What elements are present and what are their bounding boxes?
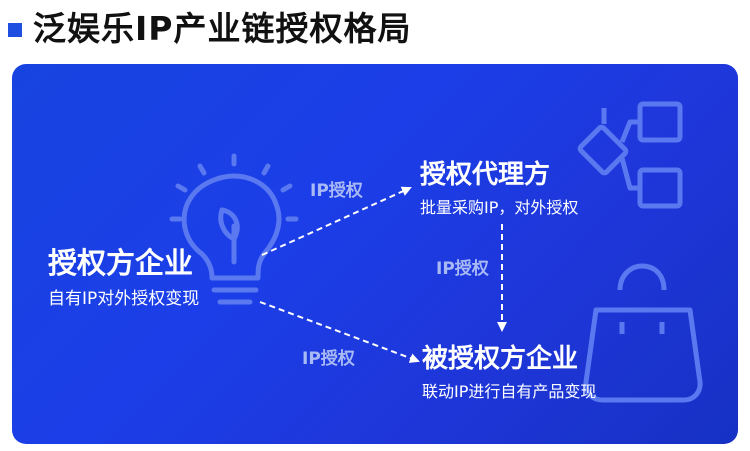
diagram-graphics bbox=[169, 101, 703, 403]
diagram-panel: IP授权 IP授权 IP授权 授权方企业 自有IP对外授权变现 授权代理方 批量… bbox=[12, 64, 738, 444]
edge-label-licensor-to-agent: IP授权 bbox=[310, 181, 363, 201]
header: 泛娱乐IP产业链授权格局 bbox=[0, 0, 750, 58]
edge-label-licensor-to-licensee: IP授权 bbox=[302, 349, 355, 369]
licensee-subtitle: 联动IP进行自有产品变现 bbox=[422, 382, 597, 401]
licensee-title: 被授权方企业 bbox=[422, 344, 579, 374]
lightbulb-icon bbox=[169, 153, 299, 305]
page-title: 泛娱乐IP产业链授权格局 bbox=[33, 9, 412, 48]
shopping-bag-icon bbox=[583, 263, 703, 403]
agent-subtitle: 批量采购IP，对外授权 bbox=[420, 198, 579, 217]
edge-licensor-to-licensee bbox=[259, 301, 420, 363]
edge-label-agent-to-licensee: IP授权 bbox=[436, 259, 489, 279]
licensor-title: 授权方企业 bbox=[48, 246, 194, 280]
agent-title: 授权代理方 bbox=[420, 160, 551, 190]
header-marker bbox=[8, 23, 22, 37]
edge-licensor-to-agent bbox=[261, 186, 412, 256]
licensor-subtitle: 自有IP对外授权变现 bbox=[48, 289, 200, 309]
hierarchy-icon bbox=[577, 101, 683, 209]
